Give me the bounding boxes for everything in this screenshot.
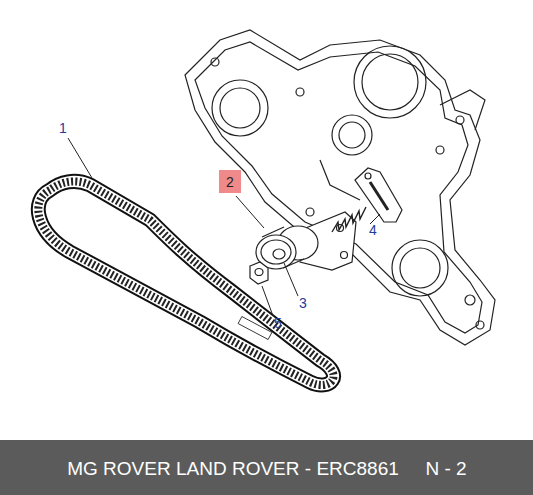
callout-number: 4 bbox=[369, 223, 377, 237]
callout-number: 1 bbox=[59, 121, 67, 135]
callout-number: 2 bbox=[226, 175, 234, 189]
highlight-box bbox=[219, 170, 241, 193]
nut bbox=[250, 262, 268, 284]
leader-line bbox=[68, 138, 380, 316]
callout-number: 5 bbox=[274, 316, 282, 330]
tension-spring bbox=[332, 207, 366, 232]
tensioner-pulley bbox=[256, 226, 318, 269]
timing-belt bbox=[38, 181, 333, 385]
callout-number: 3 bbox=[299, 296, 307, 310]
footer-text: N - 2 bbox=[425, 459, 466, 478]
tensioner-plate bbox=[355, 168, 402, 222]
footer-text: MG ROVER LAND ROVER - ERC8861 bbox=[67, 459, 399, 478]
footer-bar bbox=[0, 440, 533, 495]
